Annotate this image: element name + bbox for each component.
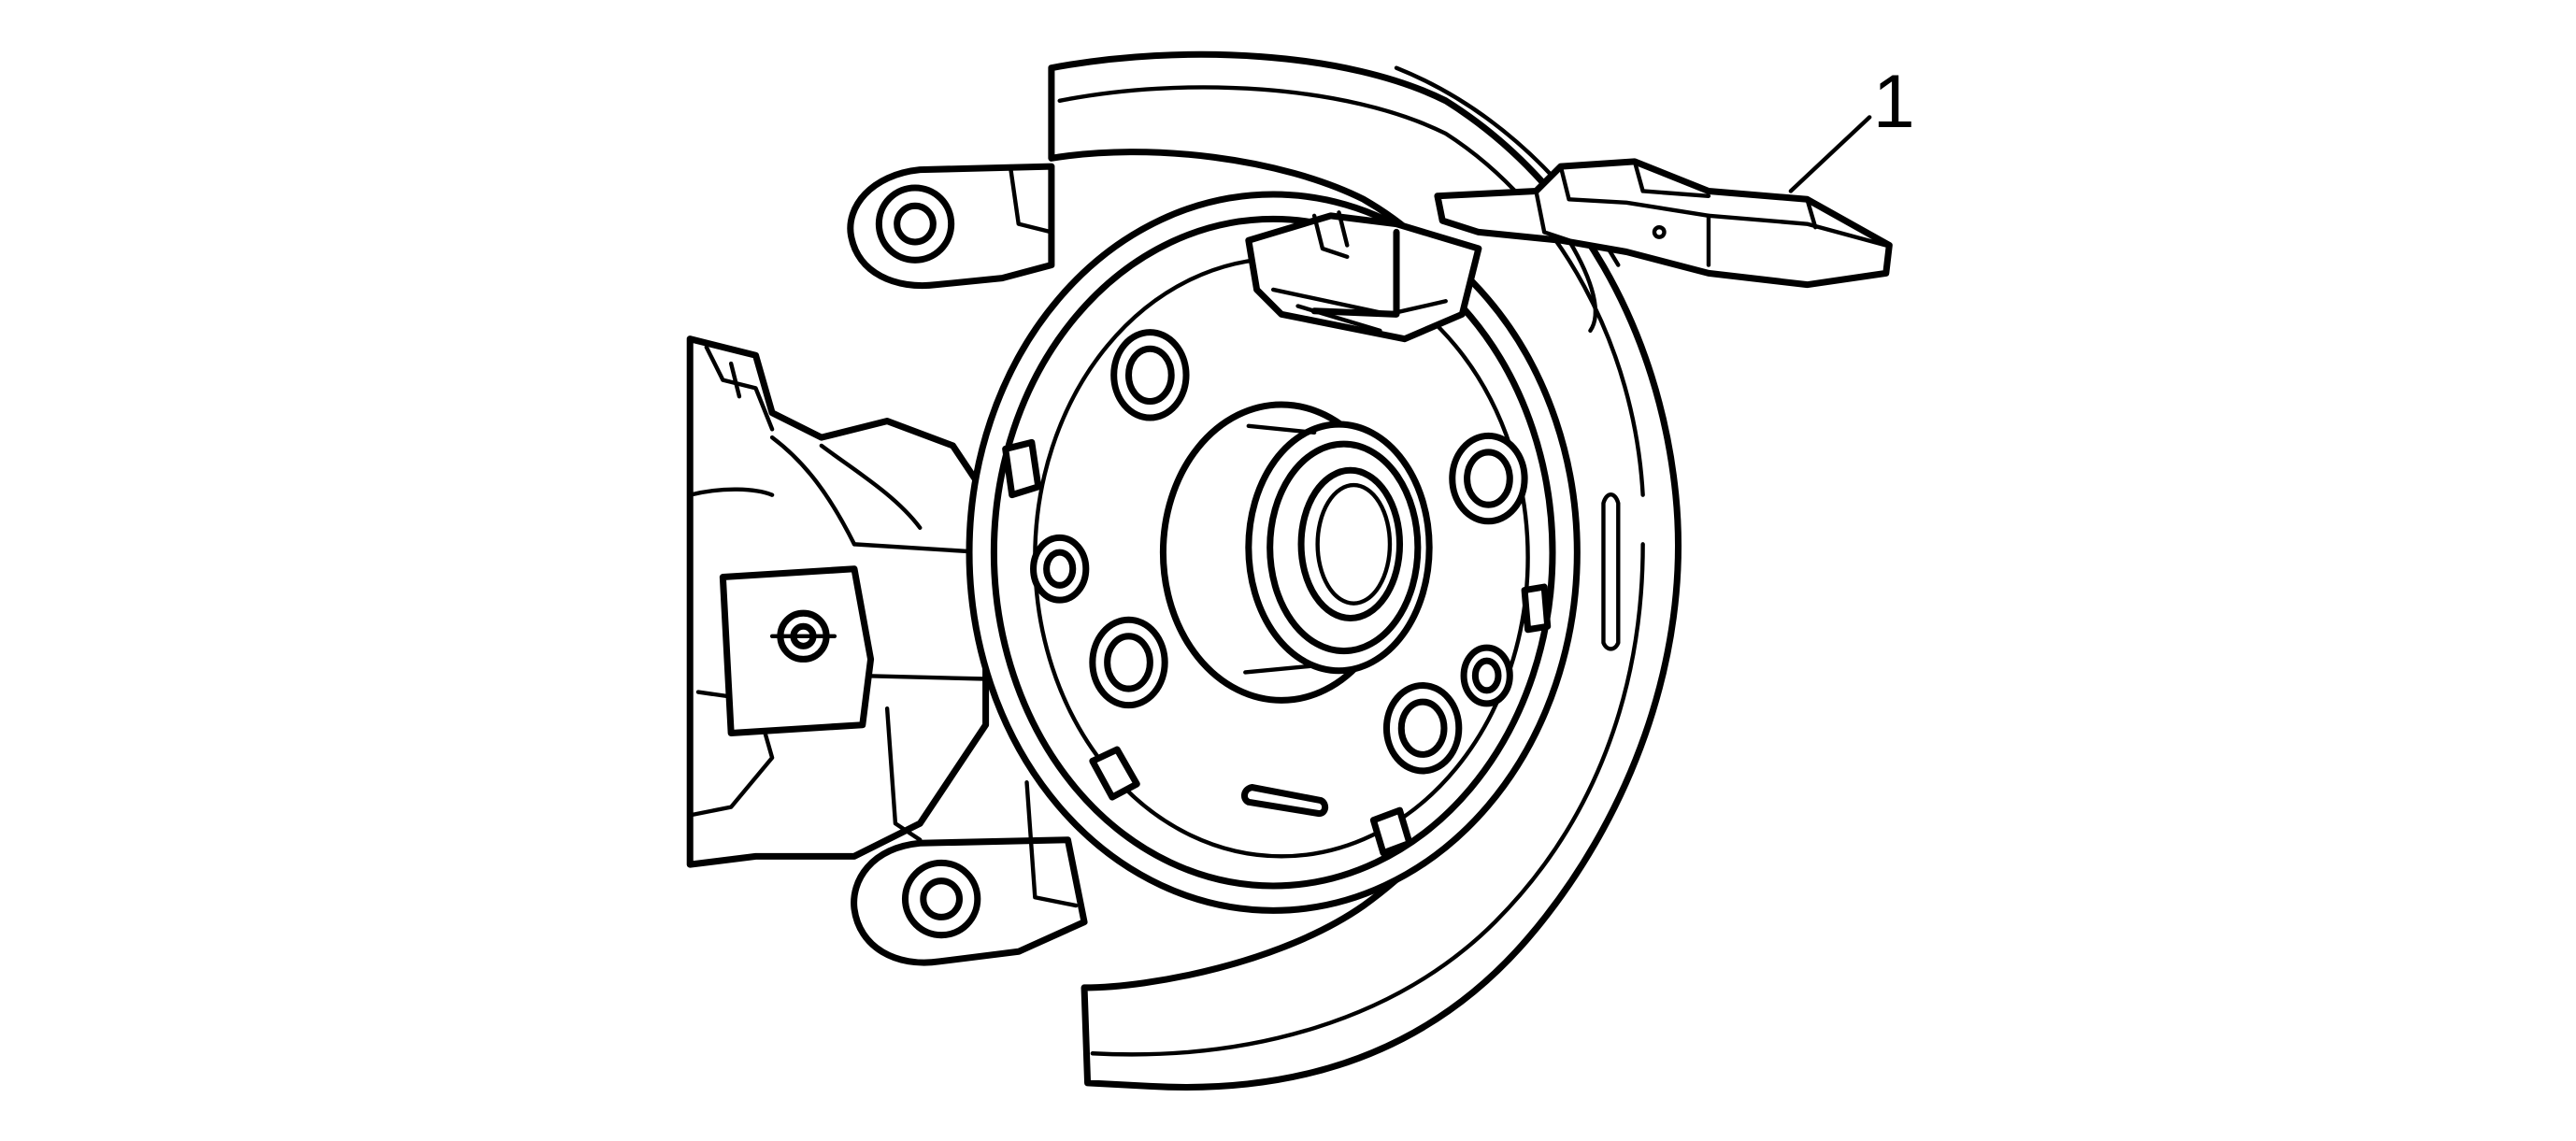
wheel-stud-holes — [1030, 329, 1528, 775]
steering-knuckle — [686, 163, 1088, 966]
flange-tabs — [1002, 438, 1552, 857]
callout-1: 1 — [1788, 60, 1915, 193]
sensor-mount — [1245, 210, 1482, 343]
wheel-speed-sensor — [1434, 158, 1893, 289]
callout-label-1: 1 — [1873, 60, 1915, 144]
